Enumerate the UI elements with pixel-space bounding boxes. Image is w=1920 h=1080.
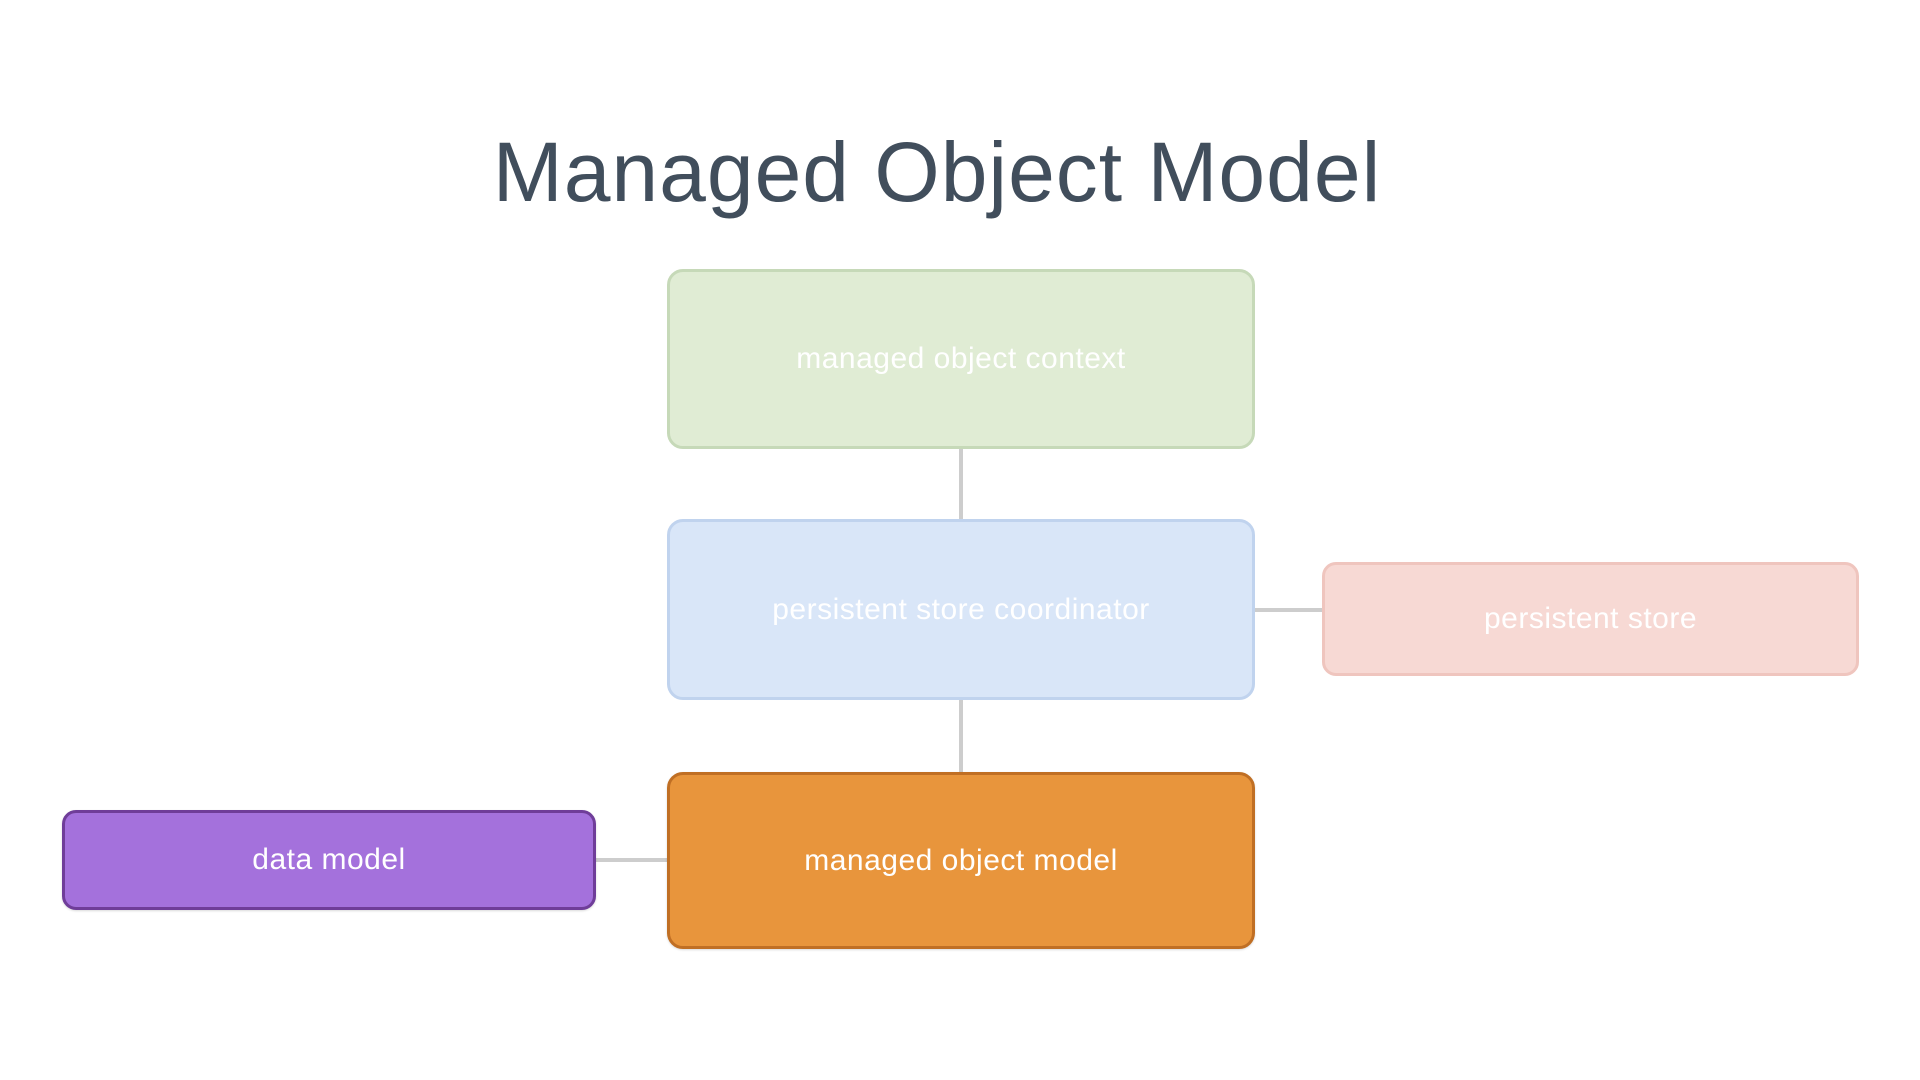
node-managed-object-model: managed object model bbox=[667, 772, 1255, 949]
node-data-model: data model bbox=[62, 810, 596, 910]
node-persistent-store-coordinator: persistent store coordinator bbox=[667, 519, 1255, 700]
connector-context-to-coordinator bbox=[959, 447, 963, 521]
node-persistent-store: persistent store bbox=[1322, 562, 1859, 676]
node-persistent-store-label: persistent store bbox=[1483, 602, 1698, 635]
node-managed-object-context: managed object context bbox=[667, 269, 1255, 449]
node-persistent-store-coordinator-label: persistent store coordinator bbox=[772, 592, 1150, 626]
diagram-title: Managed Object Model bbox=[492, 125, 1382, 219]
node-managed-object-model-label: managed object model bbox=[804, 843, 1118, 877]
node-managed-object-context-label: managed object context bbox=[796, 342, 1126, 375]
node-data-model-label: data model bbox=[252, 843, 406, 876]
connector-coordinator-to-store bbox=[1253, 608, 1324, 612]
connector-datamodel-to-model bbox=[594, 858, 669, 862]
connector-coordinator-to-model bbox=[959, 698, 963, 774]
